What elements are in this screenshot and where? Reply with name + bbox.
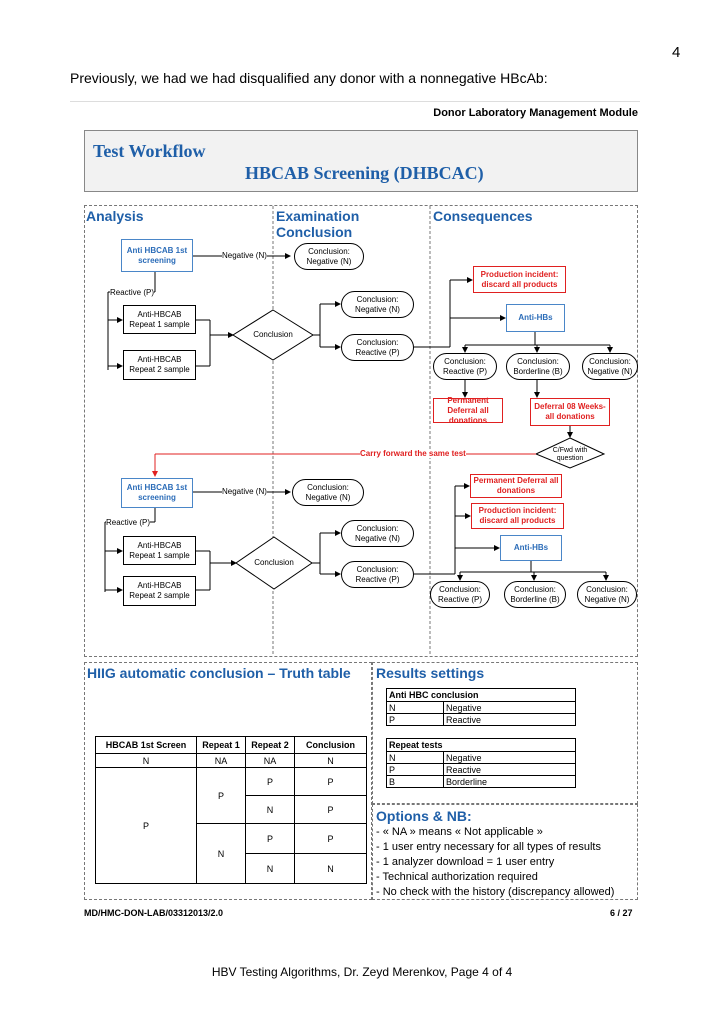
decision-node-2: Conclusion <box>254 558 294 567</box>
header-cell: Conclusion <box>294 736 367 754</box>
repeat2-node: Anti-HBCAB Repeat 2 sample <box>123 350 196 380</box>
table-cell: P <box>95 767 197 884</box>
header-cell: HBCAB 1st Screen <box>95 736 197 754</box>
options-list: - « NA » means « Not applicable » - 1 us… <box>376 825 614 900</box>
header-cell: Repeat 2 <box>245 736 295 754</box>
page-credit: HBV Testing Algorithms, Dr. Zeyd Merenko… <box>211 965 513 979</box>
result-borderline-node-2: Conclusion: Borderline (B) <box>504 581 566 608</box>
section-examination: Examination <box>276 208 360 224</box>
repeat-tests-title: Repeat tests <box>386 738 576 752</box>
table-cell: P <box>294 767 367 796</box>
repeat2-node-2: Anti-HBCAB Repeat 2 sample <box>123 576 196 606</box>
anti-hbs-node: Anti-HBs <box>506 304 565 332</box>
anti-hbc-title: Anti HBC conclusion <box>386 688 576 702</box>
table-cell: N <box>294 753 367 768</box>
conclusion-negative-node-2: Conclusion: Negative (N) <box>292 479 364 506</box>
first-screening-node: Anti HBCAB 1st screening <box>121 239 193 272</box>
table-cell: Borderline <box>443 775 576 788</box>
repeat1-node: Anti-HBCAB Repeat 1 sample <box>123 305 196 334</box>
table-cell: N <box>294 853 367 884</box>
table-cell: N <box>95 753 197 768</box>
decision-node: Conclusion <box>253 330 293 339</box>
table-cell: N <box>196 823 246 884</box>
conclusion-reactive-node-2: Conclusion: Reactive (P) <box>341 561 414 588</box>
deferral-08-weeks-node: Deferral 08 Weeks- all donations <box>530 398 610 426</box>
options-heading: Options & NB: <box>376 808 472 824</box>
reactive-edge-label-2: Reactive (P) <box>106 518 151 527</box>
table-cell: NA <box>196 753 246 768</box>
truth-table: HBCAB 1st Screen Repeat 1 Repeat 2 Concl… <box>95 736 367 884</box>
table-cell: P <box>245 767 295 796</box>
option-item: - 1 user entry necessary for all types o… <box>376 841 601 853</box>
result-reactive-node-2: Conclusion: Reactive (P) <box>430 581 490 608</box>
table-cell: N <box>386 701 444 714</box>
table-cell: Negative <box>443 751 576 764</box>
table-cell: N <box>386 751 444 764</box>
workflow-subtitle: HBCAB Screening (DHBCAC) <box>245 163 484 183</box>
section-conclusion: Conclusion <box>276 224 353 240</box>
table-cell: P <box>386 763 444 776</box>
table-cell: P <box>386 713 444 726</box>
result-borderline-node: Conclusion: Borderline (B) <box>506 353 570 380</box>
result-negative-node: Conclusion: Negative (N) <box>582 353 638 380</box>
conclusion-reactive-node: Conclusion: Reactive (P) <box>341 334 414 361</box>
page-of-total: 6 / 27 <box>610 908 633 918</box>
table-cell: P <box>294 795 367 824</box>
option-item: - No check with the history (discrepancy… <box>376 886 615 898</box>
negative-edge-label: Negative (N) <box>222 251 267 260</box>
table-cell: Negative <box>443 701 576 714</box>
workflow-title: Test Workflow <box>93 141 206 161</box>
intro-text: Previously, we had we had disqualified a… <box>70 70 548 86</box>
section-analysis: Analysis <box>86 208 144 224</box>
conclusion-negative2-node: Conclusion: Negative (N) <box>341 291 414 318</box>
anti-hbs-node-2: Anti-HBs <box>500 535 562 561</box>
production-incident-node-2: Production incident: discard all product… <box>471 503 564 529</box>
first-screening-node-2: Anti HBCAB 1st screening <box>121 478 193 508</box>
results-settings-heading: Results settings <box>376 665 485 681</box>
table-cell: N <box>245 853 295 884</box>
options-panel <box>372 804 638 900</box>
table-cell: N <box>245 795 295 824</box>
results-settings-panel <box>372 662 638 804</box>
option-item: - Technical authorization required <box>376 871 538 883</box>
result-reactive-node: Conclusion: Reactive (P) <box>433 353 497 380</box>
repeat1-node-2: Anti-HBCAB Repeat 1 sample <box>123 536 196 565</box>
table-cell: Reactive <box>443 713 576 726</box>
module-title: Donor Laboratory Management Module <box>433 107 638 119</box>
table-cell: Reactive <box>443 763 576 776</box>
cfwd-question-node: C/Fwd with question <box>552 447 588 462</box>
document-code: MD/HMC-DON-LAB/03312013/2.0 <box>84 908 224 918</box>
carry-forward-label: Carry forward the same test <box>360 449 466 458</box>
table-cell: NA <box>245 753 295 768</box>
production-incident-node: Production incident: discard all product… <box>473 266 566 293</box>
section-consequences: Consequences <box>433 208 533 224</box>
permanent-deferral-node-2: Permanent Deferral all donations <box>470 474 562 498</box>
reactive-edge-label: Reactive (P) <box>110 288 155 297</box>
truth-table-panel <box>84 662 372 900</box>
flowchart-frame <box>84 205 638 657</box>
table-cell: B <box>386 775 444 788</box>
conclusion-negative-node: Conclusion: Negative (N) <box>294 243 364 270</box>
negative-edge-label-2: Negative (N) <box>222 487 267 496</box>
option-item: - 1 analyzer download = 1 user entry <box>376 856 555 868</box>
conclusion-negative2-node-2: Conclusion: Negative (N) <box>341 520 414 547</box>
header-cell: Repeat 1 <box>196 736 246 754</box>
workflow-title-box: Test Workflow HBCAB Screening (DHBCAC) <box>84 130 638 192</box>
table-cell: P <box>294 823 367 854</box>
table-cell: P <box>196 767 246 824</box>
result-negative-node-2: Conclusion: Negative (N) <box>577 581 637 608</box>
header-rule <box>70 101 640 102</box>
page-number: 4 <box>672 44 681 61</box>
option-item: - « NA » means « Not applicable » <box>376 826 543 838</box>
permanent-deferral-node: Permanent Deferral all donations <box>433 396 503 425</box>
truth-table-heading: HIIG automatic conclusion – Truth table <box>87 665 351 681</box>
table-cell: P <box>245 823 295 854</box>
